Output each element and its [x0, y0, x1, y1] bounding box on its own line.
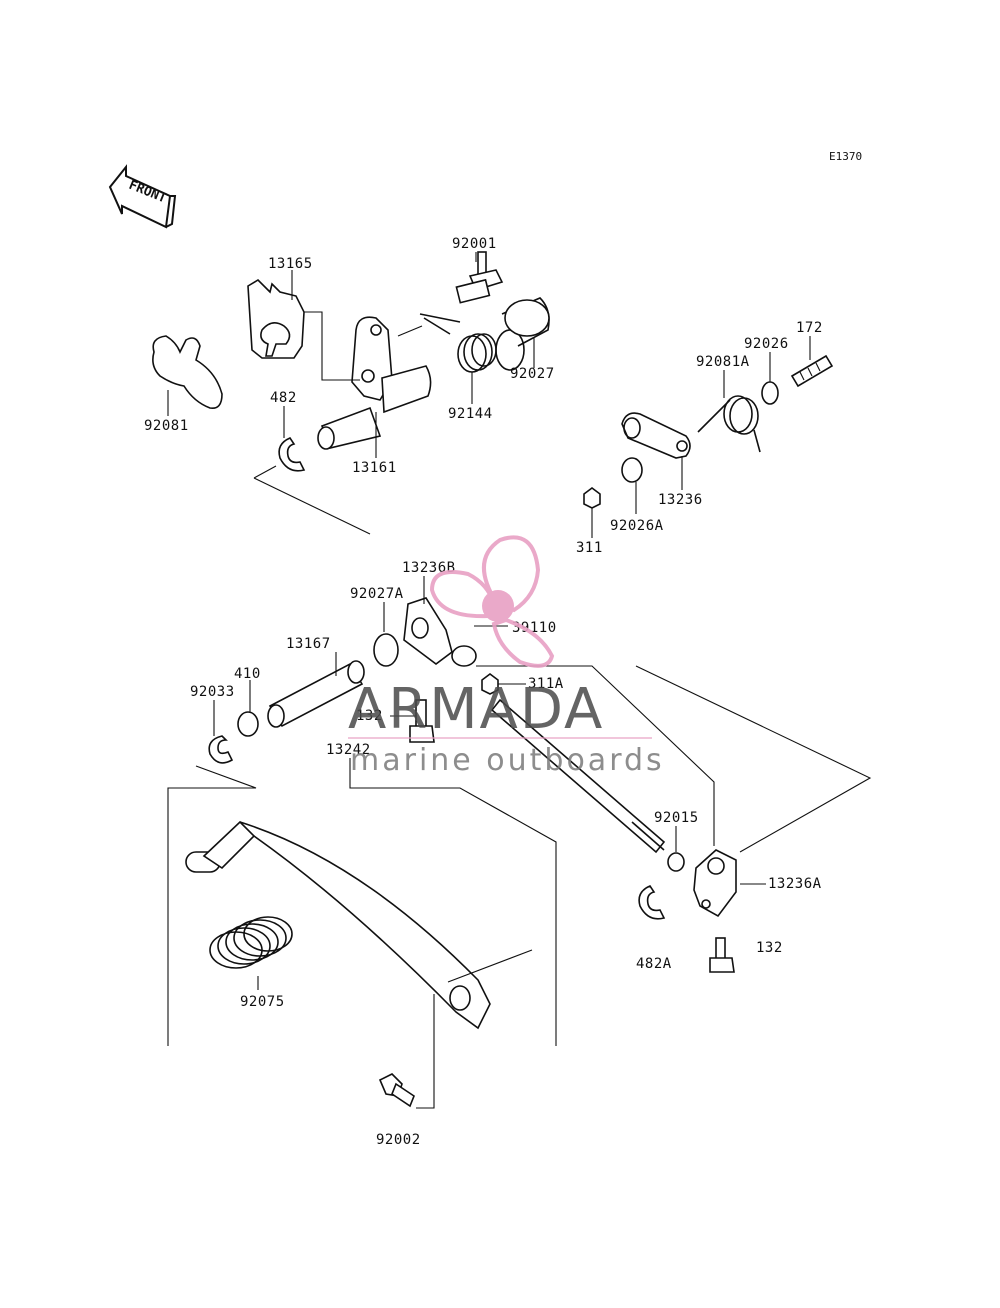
washer-92026 [761, 381, 779, 405]
circlip-482 [278, 437, 306, 472]
washer-410 [237, 711, 259, 737]
label-311A: 311A [528, 676, 564, 692]
spring-92081A [697, 395, 761, 453]
label-92033: 92033 [190, 684, 235, 700]
label-92027A: 92027A [350, 586, 404, 602]
front-arrow-icon: FRONT [108, 164, 177, 229]
label-92001: 92001 [452, 236, 497, 252]
watermark-tagline: marine outboards [350, 743, 665, 778]
washer-92027A [373, 633, 399, 667]
label-92026A: 92026A [610, 518, 664, 534]
washer-92026A [621, 457, 643, 483]
label-311: 311 [576, 540, 603, 556]
label-92002: 92002 [376, 1132, 421, 1148]
label-13236: 13236 [658, 492, 703, 508]
nut-92015 [667, 852, 685, 872]
clamp-13236A [693, 849, 737, 918]
label-92081: 92081 [144, 418, 189, 434]
label-13236A: 13236A [768, 876, 822, 892]
label-13242: 13242 [326, 742, 371, 758]
circlip-92033 [208, 735, 234, 764]
label-132-upper: 132 [356, 708, 383, 724]
bolt-92002 [378, 1073, 415, 1108]
label-132-lower: 132 [756, 940, 783, 956]
label-92015: 92015 [654, 810, 699, 826]
label-92027: 92027 [510, 366, 555, 382]
nut-311 [583, 487, 601, 509]
label-410: 410 [234, 666, 261, 682]
stud-172 [790, 354, 834, 388]
pedal-13242 [185, 820, 491, 1030]
arm-13236 [621, 412, 691, 459]
label-92081A: 92081A [696, 354, 750, 370]
nut-311A [481, 673, 499, 695]
collar-92027 [495, 297, 550, 371]
label-92026: 92026 [744, 336, 789, 352]
shift-plate-13165 [247, 278, 305, 359]
clamp-13236B [403, 597, 477, 667]
rubber-92075 [209, 916, 293, 969]
shift-shaft-13161 [317, 316, 432, 450]
shaft-13167 [267, 660, 365, 728]
label-482A: 482A [636, 956, 672, 972]
label-13165: 13165 [268, 256, 313, 272]
spring-92144 [419, 313, 497, 373]
label-172: 172 [796, 320, 823, 336]
diagram-code: E1370 [829, 150, 862, 163]
label-13167: 13167 [286, 636, 331, 652]
armada-logo: ARMADA marine outboards [348, 535, 665, 778]
label-13161: 13161 [352, 460, 397, 476]
watermark-brand: ARMADA [348, 677, 604, 742]
circlip-482A [638, 885, 666, 920]
label-92075: 92075 [240, 994, 285, 1010]
bolt-132-lower [709, 937, 735, 973]
propeller-icon [429, 535, 555, 668]
bolt-92001 [455, 251, 504, 304]
label-39110: 39110 [512, 620, 557, 636]
leader-lines [167, 252, 872, 1109]
label-92144: 92144 [448, 406, 493, 422]
gasket-92081 [152, 335, 223, 410]
label-482: 482 [270, 390, 297, 406]
